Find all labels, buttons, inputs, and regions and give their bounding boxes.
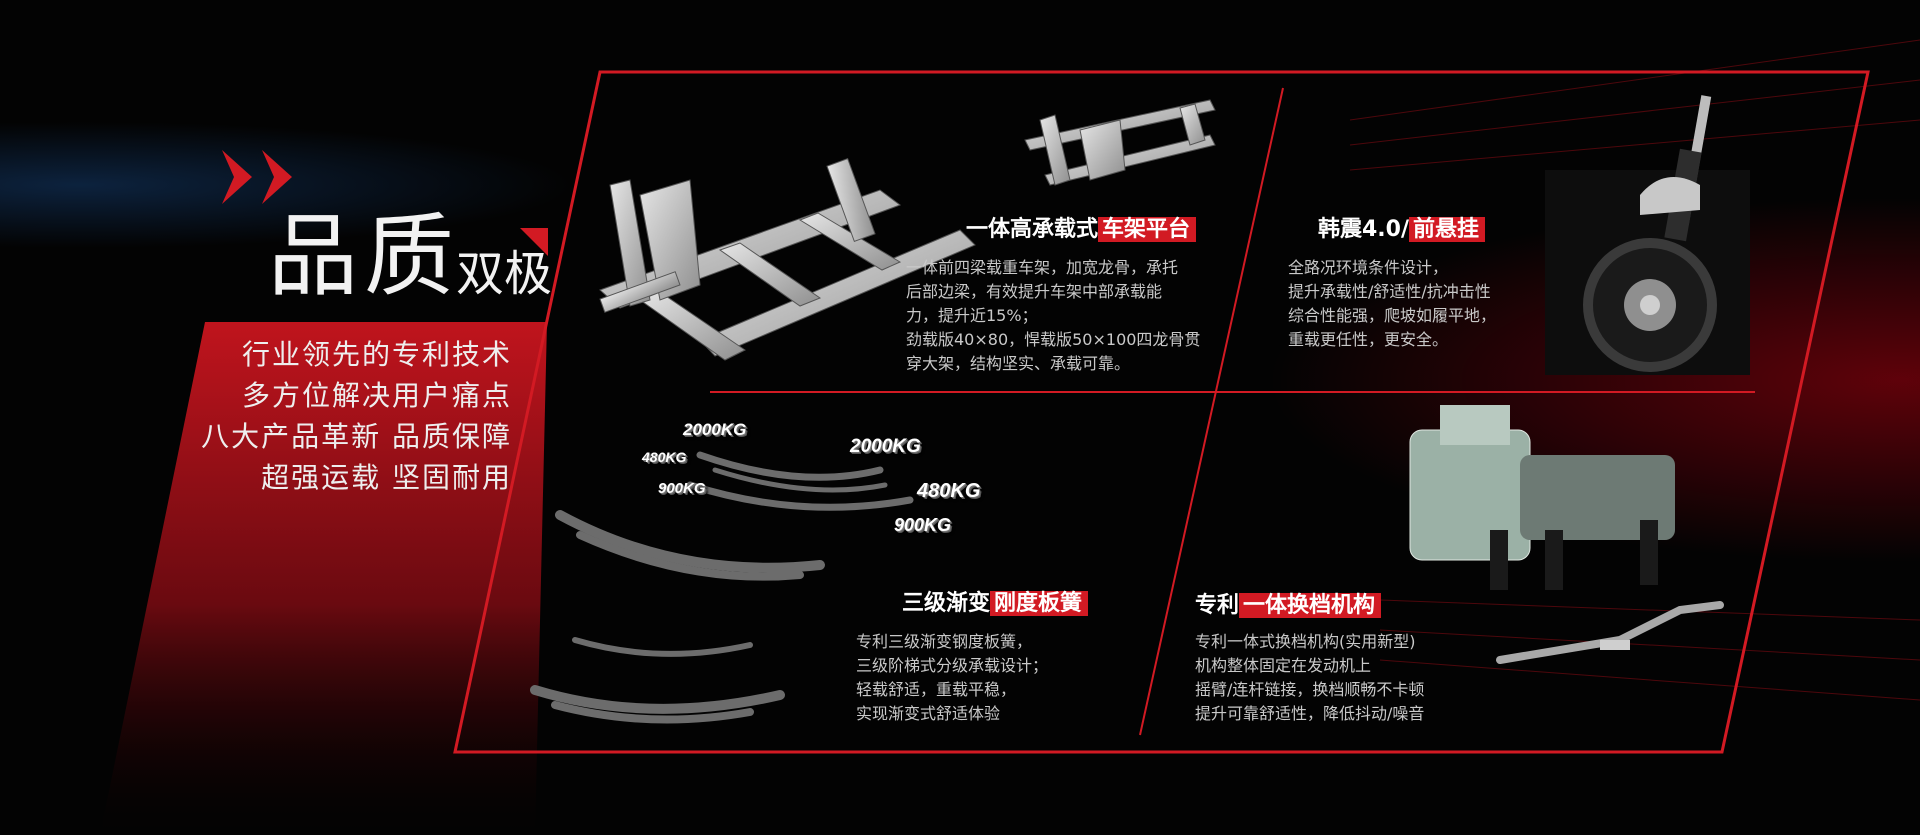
load-label: 900KG bbox=[658, 480, 706, 497]
load-label: 900KG bbox=[894, 515, 952, 535]
gearshift-body-line: 专利一体式换档机构(实用新型) bbox=[1195, 632, 1416, 651]
slogan-line: 行业领先的专利技术 bbox=[241, 338, 512, 371]
frame-body-line: 一体前四梁载重车架，加宽龙骨，承托 bbox=[906, 258, 1179, 277]
spring-body-line: 专利三级渐变钢度板簧， bbox=[856, 632, 1033, 651]
slogan-line: 超强运载 坚固耐用 bbox=[261, 461, 512, 494]
suspension-body-line: 综合性能强，爬坡如履平地， bbox=[1288, 306, 1497, 325]
hero-subtitle: 双极 bbox=[456, 246, 553, 302]
chassis-small-image bbox=[1024, 99, 1216, 186]
gearshift-feature-body: 专利一体式换档机构(实用新型) 机构整体固定在发动机上 摇臂/连杆链接，换档顺畅… bbox=[1195, 630, 1424, 726]
spring-body-line: 轻载舒适，重载平稳， bbox=[856, 680, 1017, 699]
load-label: 2000KG bbox=[850, 436, 921, 457]
gearshift-title-highlight: 一体换档机构 bbox=[1239, 593, 1382, 618]
spring-feature-body: 专利三级渐变钢度板簧， 三级阶梯式分级承载设计； 轻载舒适，重载平稳， 实现渐变… bbox=[856, 630, 1048, 726]
spring-body-line: 三级阶梯式分级承载设计； bbox=[856, 656, 1049, 675]
slogan-list: 行业领先的专利技术 多方位解决用户痛点 八大产品革新 品质保障 超强运载 坚固耐… bbox=[201, 334, 512, 498]
suspension-title-plain: 韩震4.0/ bbox=[1318, 217, 1410, 242]
spring-feature-title: 三级渐变刚度板簧 bbox=[902, 588, 1089, 620]
spring-title-highlight: 刚度板簧 bbox=[990, 591, 1089, 616]
front-suspension-image bbox=[1545, 95, 1750, 375]
gearshift-feature-title: 专利一体换档机构 bbox=[1195, 590, 1382, 622]
frame-body-line: 穿大架，结构坚实、承载可靠。 bbox=[906, 354, 1131, 373]
frame-title-highlight: 车架平台 bbox=[1098, 217, 1197, 242]
engine-gearshift-image bbox=[1409, 405, 1724, 664]
spring-body-line: 实现渐变式舒适体验 bbox=[856, 704, 1001, 723]
load-label: 480KG bbox=[642, 449, 687, 465]
suspension-title-highlight: 前悬挂 bbox=[1409, 217, 1486, 242]
frame-feature-title: 一体高承载式车架平台 bbox=[966, 214, 1197, 246]
suspension-feature-title: 韩震4.0/前悬挂 bbox=[1318, 214, 1486, 246]
frame-body-line: 后部边梁，有效提升车架中部承载能 bbox=[906, 282, 1163, 301]
load-label: 2000KG bbox=[683, 420, 747, 439]
suspension-body-line: 重载更任性，更安全。 bbox=[1288, 330, 1449, 349]
gearshift-body-line: 机构整体固定在发动机上 bbox=[1195, 656, 1372, 675]
frame-body-line: 劲载版40×80，悍载版50×100四龙骨贯 bbox=[906, 330, 1201, 349]
slogan-line: 八大产品革新 品质保障 bbox=[201, 420, 512, 453]
frame-feature-body: 一体前四梁载重车架，加宽龙骨，承托 后部边梁，有效提升车架中部承载能 力，提升近… bbox=[906, 256, 1200, 376]
gearshift-title-plain: 专利 bbox=[1195, 593, 1240, 618]
vertical-divider bbox=[1139, 87, 1284, 736]
chassis-frame-image bbox=[599, 158, 976, 361]
frame-body-line: 力，提升近15%； bbox=[906, 306, 1038, 325]
suspension-body-line: 提升承载性/舒适性/抗冲击性 bbox=[1288, 282, 1491, 301]
slogan-line: 多方位解决用户痛点 bbox=[241, 379, 512, 412]
feature-frame bbox=[453, 70, 1870, 754]
frame-title-plain: 一体高承载式 bbox=[966, 217, 1099, 242]
leaf-spring-image bbox=[530, 451, 914, 724]
suspension-body-line: 全路况环境条件设计， bbox=[1288, 258, 1449, 277]
slogan-panel bbox=[100, 322, 547, 835]
accent-triangle bbox=[520, 228, 548, 256]
gearshift-body-line: 提升可靠舒适性，降低抖动/噪音 bbox=[1195, 704, 1425, 723]
decor-lines bbox=[1349, 39, 1920, 701]
hero-title: 品质 bbox=[268, 204, 460, 309]
load-label: 480KG bbox=[917, 480, 981, 502]
double-chevron-right-icon bbox=[222, 150, 292, 204]
gearshift-body-line: 摇臂/连杆链接，换档顺畅不卡顿 bbox=[1195, 680, 1425, 699]
spring-title-plain: 三级渐变 bbox=[902, 591, 991, 616]
suspension-feature-body: 全路况环境条件设计， 提升承载性/舒适性/抗冲击性 综合性能强，爬坡如履平地， … bbox=[1288, 256, 1496, 352]
